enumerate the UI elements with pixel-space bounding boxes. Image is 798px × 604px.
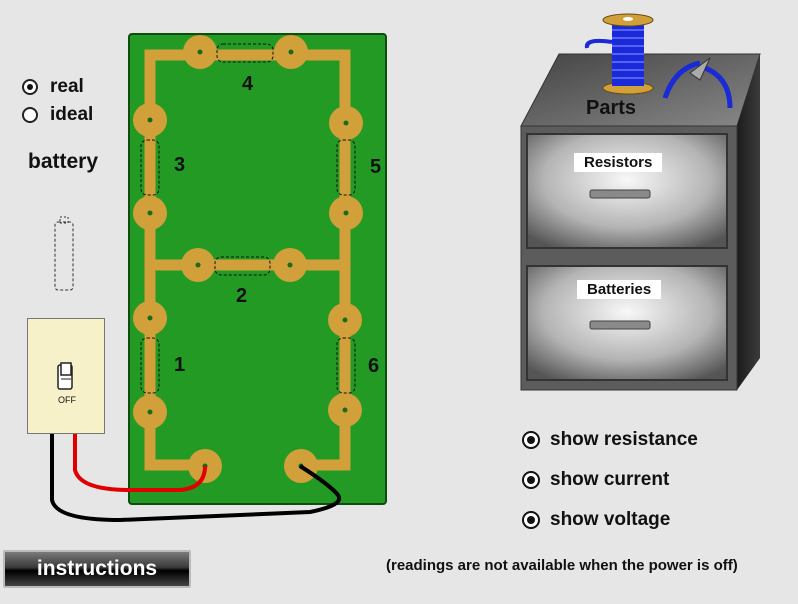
option-show-voltage-label: show voltage: [550, 509, 671, 530]
option-show-resistance-radio[interactable]: [522, 431, 540, 449]
option-show-resistance[interactable]: show resistance: [522, 429, 698, 451]
slot-number-1: 1: [174, 354, 186, 376]
drawer-batteries-label: Batteries: [577, 280, 662, 299]
radio-ideal-label: ideal: [50, 104, 94, 125]
option-show-current-radio[interactable]: [522, 471, 540, 489]
option-show-voltage-radio[interactable]: [522, 511, 540, 529]
slot-number-5: 5: [370, 156, 382, 178]
slot-number-4: 4: [242, 73, 254, 95]
power-switch-toggle[interactable]: [53, 359, 79, 395]
drawer-resistors[interactable]: [527, 134, 727, 248]
slot-number-3: 3: [174, 154, 186, 176]
option-show-resistance-label: show resistance: [550, 429, 698, 450]
switch-state-label: OFF: [58, 395, 76, 405]
radio-real-button[interactable]: [22, 79, 38, 95]
option-show-current-label: show current: [550, 469, 670, 490]
option-show-voltage[interactable]: show voltage: [522, 509, 698, 531]
radio-real-label: real: [50, 76, 84, 97]
radio-ideal[interactable]: ideal: [22, 104, 93, 126]
radio-ideal-button[interactable]: [22, 107, 38, 123]
drawer-batteries[interactable]: [527, 266, 727, 380]
power-switch-plate: OFF: [27, 318, 105, 434]
instructions-button[interactable]: instructions: [3, 550, 191, 588]
slot-number-2: 2: [236, 285, 248, 307]
power-off-note: (readings are not available when the pow…: [386, 557, 738, 574]
display-options: show resistance show current show voltag…: [522, 429, 698, 531]
battery-mode-group: real ideal: [22, 76, 93, 126]
drawer-resistors-label: Resistors: [574, 153, 663, 172]
battery-slot[interactable]: [52, 214, 78, 294]
slot-number-6: 6: [368, 355, 380, 377]
option-show-current[interactable]: show current: [522, 469, 698, 491]
battery-label: battery: [28, 150, 99, 173]
radio-real[interactable]: real: [22, 76, 93, 98]
parts-title: Parts: [586, 97, 637, 119]
